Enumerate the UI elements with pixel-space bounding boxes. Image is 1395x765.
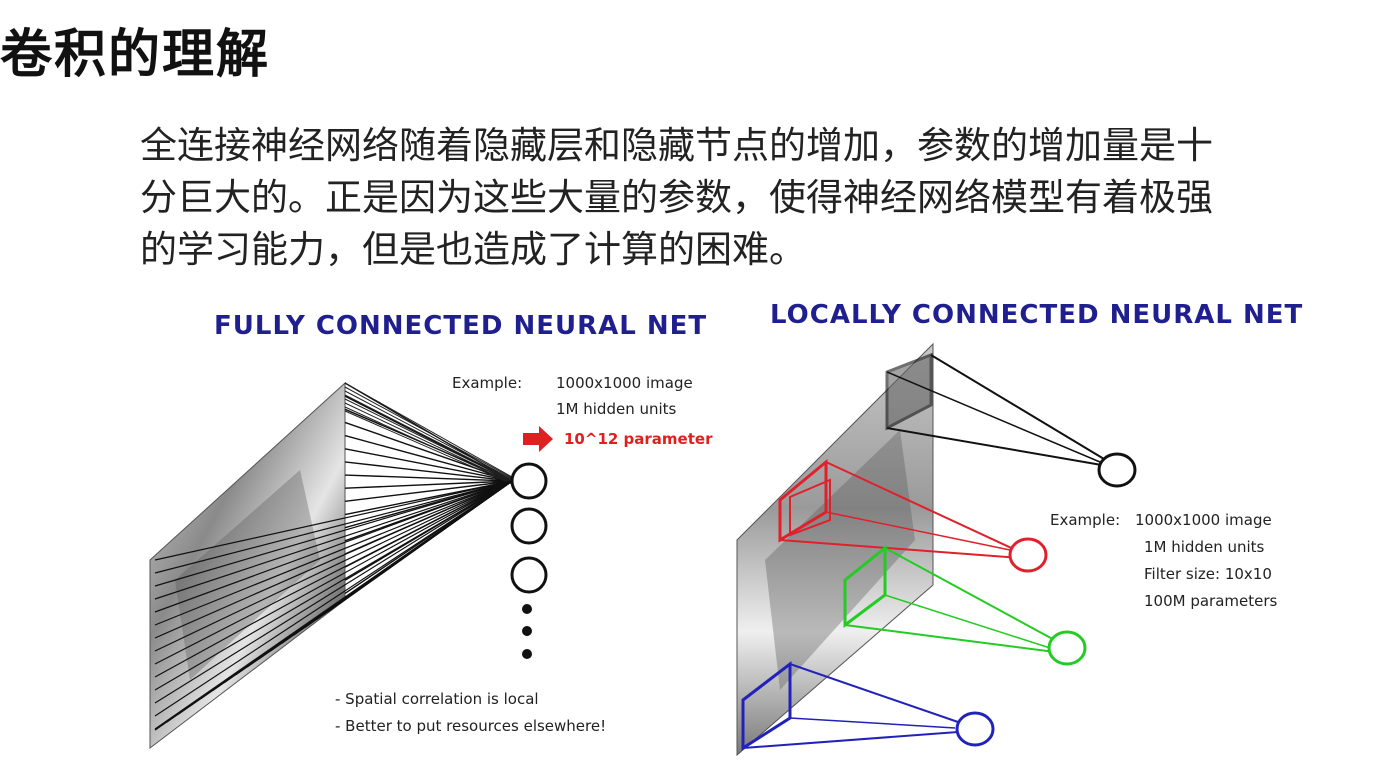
lc-example-line: Filter size: 10x10 — [1144, 565, 1272, 583]
fc-example-label: Example: — [452, 374, 522, 392]
fully-connected-heading: FULLY CONNECTED NEURAL NET — [214, 311, 707, 341]
parameter-count: 10^12 parameter — [564, 430, 713, 448]
lc-example-line: 1M hidden units — [1144, 538, 1265, 556]
connection-line — [345, 399, 512, 481]
ellipsis-dot — [522, 626, 532, 636]
lc-example-label: Example: — [1050, 511, 1120, 529]
hidden-unit-node — [512, 558, 546, 592]
right-arrow-icon — [523, 426, 553, 452]
fc-example-line: 1000x1000 image — [556, 374, 693, 392]
lc-example-line: 1000x1000 image — [1135, 511, 1272, 529]
fc-bullet: - Spatial correlation is local — [335, 690, 539, 708]
fc-example-line: 1M hidden units — [556, 400, 677, 418]
connection-line — [345, 411, 512, 484]
ellipsis-dot — [522, 649, 532, 659]
hidden-unit-node — [512, 464, 546, 498]
connection-line — [345, 391, 512, 479]
connection-line — [345, 395, 512, 480]
hidden-unit-node — [512, 509, 546, 543]
locally-connected-heading: LOCALLY CONNECTED NEURAL NET — [770, 300, 1303, 330]
fully-connected-diagram: FULLY CONNECTED NEURAL NET Example: 1000… — [150, 311, 713, 748]
lc-example-line: 100M parameters — [1144, 592, 1278, 610]
connection-line — [345, 383, 512, 477]
locally-connected-diagram: LOCALLY CONNECTED NEURAL NET — [737, 300, 1303, 755]
ellipsis-dot — [522, 604, 532, 614]
fc-bullet: - Better to put resources elsewhere! — [335, 717, 606, 735]
